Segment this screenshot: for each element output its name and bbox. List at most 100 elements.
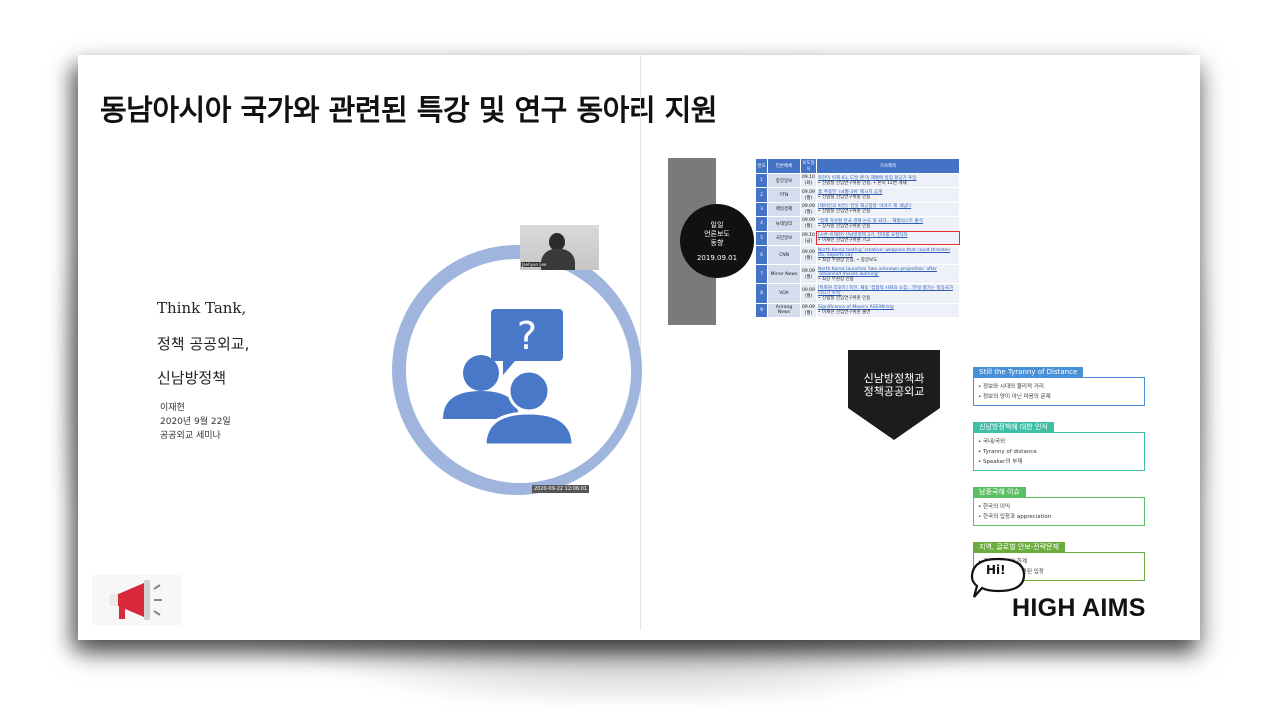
slide: 동남아시아 국가와 관련된 특강 및 연구 동아리 지원 Think Tank,… [78, 55, 1200, 640]
row-number: 8 [755, 283, 768, 304]
row-date: 09.10 (화) [800, 172, 817, 189]
headline-note: • 장지향 선임연구위원 인용 [817, 223, 871, 229]
card-meta: 이재현 2020년 9월 22일 공공외교 세미나 [160, 401, 231, 443]
pentagon-shape [848, 350, 940, 440]
row-media: YTN [767, 187, 801, 203]
topic-sections: Still the Tyranny of Distance정보와 시대의 물리적… [973, 359, 1145, 589]
badge-line-2: 언론보도 [704, 230, 730, 238]
row-date: 09.09 (월) [800, 187, 817, 203]
high-aims-logo: Hi! HIGH AIMS [966, 555, 1186, 635]
headline-link[interactable]: North Korea launches 'two unknown projec… [817, 266, 937, 277]
webcam-thumbnail: Jaehyun Lee [520, 225, 599, 270]
topic-pentagon: 신남방정책과 정책공공외교 [848, 350, 940, 440]
col-media: 언론매체 [767, 158, 801, 174]
headline-note: • 최강 부원장 인용 [817, 276, 854, 282]
row-headline-cell: North Korea testing 'creative' weapons t… [815, 244, 961, 266]
center-divider [640, 55, 641, 630]
row-number: 7 [755, 264, 768, 285]
section-box: 정보와 시대의 물리적 거리정보의 양이 아닌 마음의 문제 [973, 377, 1145, 406]
topic-section: 남중국해 이슈한국의 이익한국의 입장과 appreciation [973, 479, 1145, 526]
row-date: 09.09 (월) [800, 264, 817, 285]
row-number: 1 [755, 172, 768, 189]
question-mark-icon: ? [517, 314, 537, 358]
section-box: 한국의 이익한국의 입장과 appreciation [973, 497, 1145, 526]
row-headline-cell: [제이킨의 비전] '한일 해군함정' 이야기 해 개념다• 신범철 선임연구위… [815, 201, 961, 218]
megaphone-icon [92, 575, 182, 625]
row-media: 중앙일보 [767, 172, 801, 189]
section-bullet: 정보의 양이 아닌 마음의 문제 [978, 392, 1140, 402]
headline-link[interactable]: 북한이 이제 ICL 도발 땐 이 재벌에 방침 항공기 투입 [817, 175, 917, 181]
headline-link[interactable]: North Korea testing 'creative' weapons t… [817, 247, 951, 258]
pentagon-line-1: 신남방정책과 [863, 372, 925, 385]
row-headline-cell: Significance of Moon's ASEAN trip• 이재현 선… [815, 302, 961, 319]
headline-link[interactable]: 北 추종한 'n4월-3위' 메시지 공개 [817, 190, 883, 196]
headline-link[interactable]: Significance of Moon's ASEAN trip [817, 305, 894, 311]
badge-date: 2019.09.01 [696, 254, 738, 262]
row-number: 2 [755, 187, 768, 203]
col-headline: 기사제목 [815, 158, 961, 174]
row-headline-cell: [시론-이재현] 신남방정책 2기, 전대를 요청하자• 이재현 선임연구위원 … [815, 230, 961, 246]
card-line-policy: 정책 공공외교, [157, 335, 250, 353]
recording-timestamp: 2020-09-22 12:06:01 [532, 485, 590, 493]
news-table-header: 번호 언론매체 보도일시 기사제목 [755, 158, 961, 174]
col-date: 보도일시 [800, 158, 817, 174]
headline-note: • 신범철 선임연구위원 인용 [817, 295, 871, 301]
section-bullet: 국내/국외 [978, 437, 1140, 447]
logo-brand-text: HIGH AIMS [1012, 594, 1146, 622]
badge-line-3: 동향 [710, 239, 724, 247]
topic-section: 신남방정책에 대한 인식국내/국외Tyranny of distanceSpea… [973, 414, 1145, 471]
col-number: 번호 [755, 158, 768, 174]
row-headline-cell: 북한이 이제 ICL 도발 땐 이 재벌에 방침 항공기 투입• 신범철 선임연… [815, 172, 961, 189]
section-header: 지역, 글로벌 안보-전략문제 [973, 542, 1066, 553]
headline-note: • 이재현 선임연구위원 기고 [817, 238, 871, 244]
section-bullet: 한국의 이익 [978, 502, 1140, 512]
headline-note: • 이재현 선임연구위원 출연 [817, 310, 871, 316]
row-date: 09.09 (월) [800, 216, 817, 232]
people-question-icon: ? [443, 309, 575, 447]
pentagon-label: 신남방정책과 정책공공외교 [848, 372, 940, 398]
row-headline-cell: 北 추종한 'n4월-3위' 메시지 공개• 신범철 선임연구위원 인용 [815, 187, 961, 203]
logo-bubble-text: Hi! [986, 563, 1006, 577]
seminar-screenshot: Think Tank, 정책 공공외교, 신남방정책 이재현 2020년 9월 … [122, 225, 642, 495]
row-number: 6 [755, 244, 768, 266]
row-headline-cell: [특파원 리포트] 북한, 재동 '집합적 사회의 소집…'한설 평가는 정상국… [815, 283, 961, 304]
row-media: 국민일보 [767, 230, 801, 246]
row-date: 09.10 (금) [800, 230, 817, 246]
row-media: 매일경제 [767, 201, 801, 218]
section-bullet: 한국의 입장과 appreciation [978, 512, 1140, 522]
slide-title: 동남아시아 국가와 관련된 특강 및 연구 동아리 지원 [100, 93, 717, 127]
row-media: 뉴데일리 [767, 216, 801, 232]
event-name: 공공외교 세미나 [160, 431, 221, 441]
headline-link[interactable]: [특파원 리포트] 북한, 재동 '집합적 사회의 소집…'한설 평가는 정상국… [817, 285, 954, 296]
card-line-think-tank: Think Tank, [157, 299, 247, 317]
news-coverage-block: 일일 언론보도 동향 2019.09.01 번호 언론매체 보도일시 기사제목 … [668, 158, 961, 325]
presentation-date: 2020년 9월 22일 [160, 417, 231, 427]
row-media: Arirang News [767, 302, 801, 319]
presenter-name: 이재현 [160, 403, 185, 413]
row-number: 5 [755, 230, 768, 246]
speech-bubble-icon [970, 557, 1026, 598]
section-bullet: Tyranny of distance [978, 447, 1140, 457]
headline-link[interactable]: [제이킨의 비전] '한일 해군함정' 이야기 해 개념다 [817, 204, 912, 210]
section-box: 국내/국외Tyranny of distanceSpeaker의 부재 [973, 432, 1145, 471]
section-header: 신남방정책에 대한 인식 [973, 422, 1054, 433]
headline-link[interactable]: "함께 자성할 한국 경제 논도 될 되다… 재벌의스트 출석 [817, 218, 923, 224]
card-line-new-southern: 신남방정책 [157, 369, 227, 387]
headline-link[interactable]: [시론-이재현] 신남방정책 2기, 전대를 요청하자 [817, 233, 908, 239]
row-media: VOA [767, 283, 801, 304]
headline-note: • 최강 부원장 인용, • 중앙보도 [817, 257, 878, 263]
row-media: Mirror News [767, 264, 801, 285]
daily-media-badge: 일일 언론보도 동향 2019.09.01 [680, 204, 754, 278]
row-headline-cell: North Korea launches 'two unknown projec… [815, 264, 961, 285]
section-bullet: Speaker의 부재 [978, 457, 1140, 467]
headline-note: • 신범철 선임연구위원 인용 [817, 195, 871, 201]
headline-note: • 신범철 선임연구위원 인용, • 본지 12면 게재 [817, 180, 907, 186]
